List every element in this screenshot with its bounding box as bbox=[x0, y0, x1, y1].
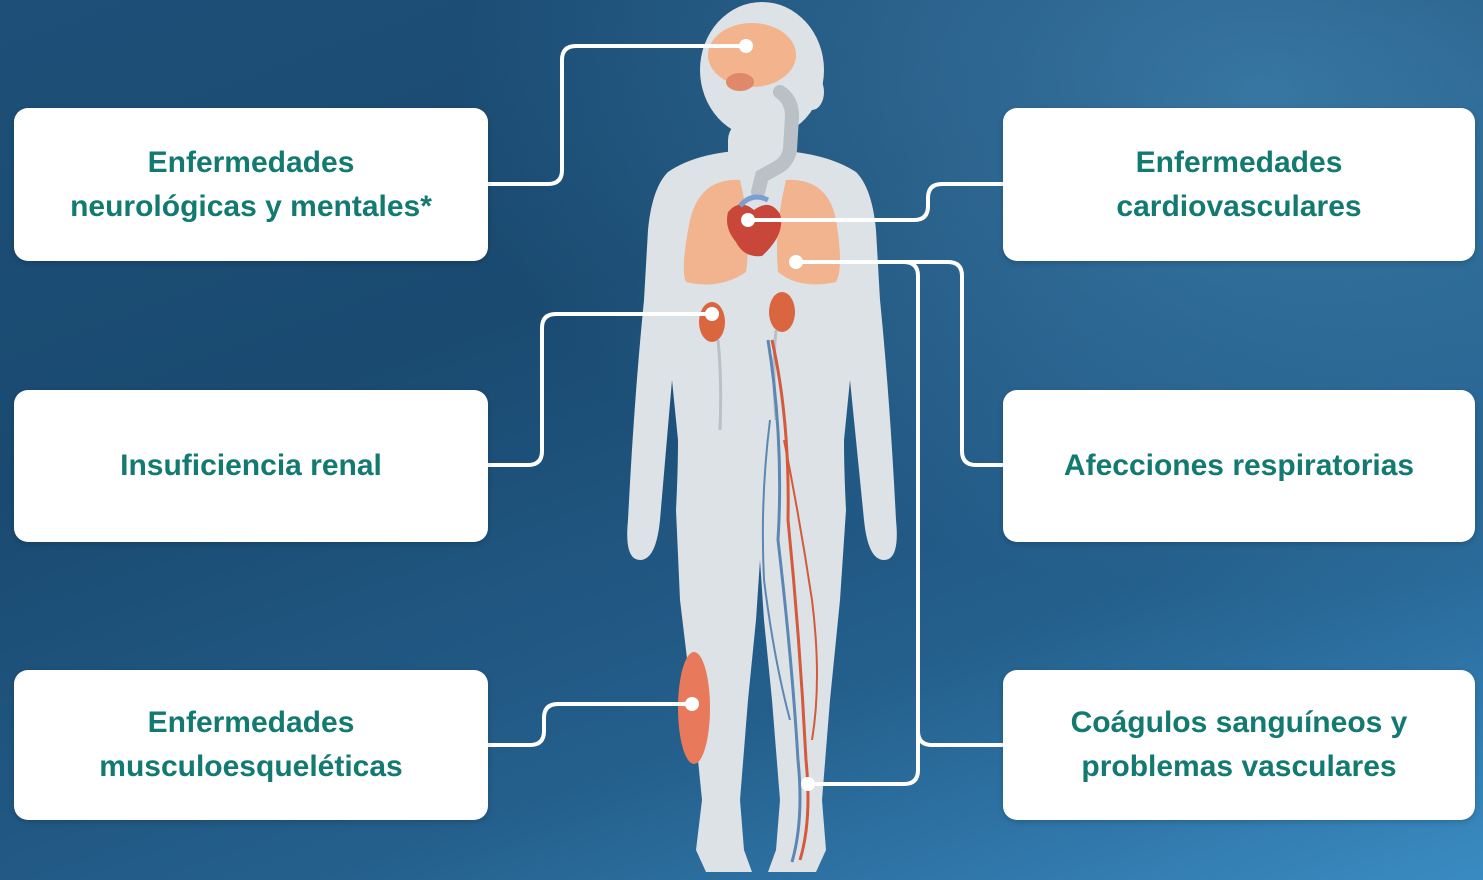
label-card-musculoskeletal: Enfermedades musculoesqueléticas bbox=[14, 670, 488, 820]
label-blood-clots: Coágulos sanguíneos y problemas vascular… bbox=[1071, 701, 1408, 789]
label-neurological: Enfermedades neurológicas y mentales* bbox=[70, 141, 432, 229]
label-card-blood-clots: Coágulos sanguíneos y problemas vascular… bbox=[1003, 670, 1475, 820]
label-cardiovascular: Enfermedades cardiovasculares bbox=[1116, 141, 1361, 229]
label-card-renal: Insuficiencia renal bbox=[14, 390, 488, 542]
human-silhouette bbox=[627, 2, 897, 872]
label-card-cardiovascular: Enfermedades cardiovasculares bbox=[1003, 108, 1475, 261]
label-respiratory: Afecciones respiratorias bbox=[1064, 444, 1414, 488]
label-musculoskeletal: Enfermedades musculoesqueléticas bbox=[99, 701, 402, 789]
label-renal: Insuficiencia renal bbox=[120, 444, 382, 488]
label-card-neurological: Enfermedades neurológicas y mentales* bbox=[14, 108, 488, 261]
label-card-respiratory: Afecciones respiratorias bbox=[1003, 390, 1475, 542]
